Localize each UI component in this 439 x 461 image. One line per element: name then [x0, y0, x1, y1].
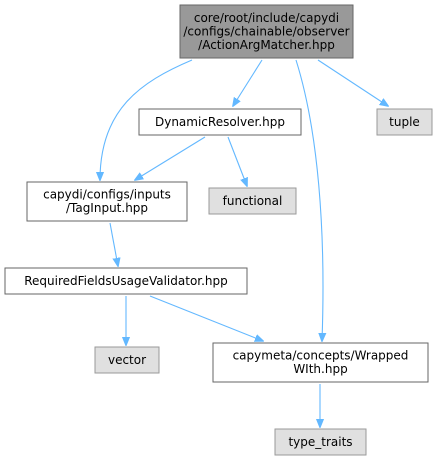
node-box-action [179, 4, 354, 59]
node-label-required-line-0: RequiredFieldsUsageValidator.hpp [24, 274, 228, 288]
edge-action-to-tuple [317, 59, 388, 106]
node-label-dynamic-line-0: DynamicResolver.hpp [155, 115, 285, 129]
edge-action-to-wrapped [295, 59, 323, 341]
node-functional: functional [208, 187, 297, 215]
node-tuple: tuple [376, 108, 433, 136]
node-label-typetraits-line-0: type_traits [288, 435, 352, 449]
node-box-vector [94, 346, 160, 374]
edge-taginput-to-required [109, 222, 118, 266]
node-label-wrapped-line-0: capymeta/concepts/Wrapped [233, 349, 409, 363]
node-label-taginput-line-0: capydi/configs/inputs [43, 188, 171, 202]
node-box-typetraits [274, 428, 367, 456]
node-label-taginput-line-1: /TagInput.hpp [66, 201, 148, 215]
node-required[interactable]: RequiredFieldsUsageValidator.hpp [4, 267, 248, 295]
edge-dynamic-to-taginput [135, 136, 206, 180]
node-action[interactable]: core/root/include/capydi/configs/chainab… [179, 4, 354, 59]
nodes-layer: core/root/include/capydi/configs/chainab… [4, 4, 433, 456]
node-vector: vector [94, 346, 160, 374]
node-box-taginput [26, 181, 188, 222]
node-label-wrapped-line-1: WIth.hpp [293, 362, 347, 376]
node-label-action-line-2: /ActionArgMatcher.hpp [198, 38, 335, 52]
node-label-functional-line-0: functional [223, 194, 283, 208]
edge-action-to-taginput [100, 59, 193, 180]
node-label-vector-line-0: vector [108, 353, 146, 367]
edge-action-to-dynamic [233, 59, 263, 106]
edges-layer [100, 59, 388, 427]
node-box-wrapped [212, 342, 429, 383]
edge-required-to-wrapped [149, 295, 263, 341]
node-box-tuple [376, 108, 433, 136]
node-box-dynamic [138, 108, 302, 136]
node-box-required [4, 267, 248, 295]
node-label-tuple-line-0: tuple [389, 115, 420, 129]
node-taginput[interactable]: capydi/configs/inputs/TagInput.hpp [26, 181, 188, 222]
node-label-action-line-1: /configs/chainable/observer [183, 24, 349, 38]
node-label-action-line-0: core/root/include/capydi [194, 11, 339, 25]
edge-dynamic-to-functional [227, 136, 247, 186]
node-typetraits: type_traits [274, 428, 367, 456]
node-box-functional [208, 187, 297, 215]
node-dynamic[interactable]: DynamicResolver.hpp [138, 108, 302, 136]
